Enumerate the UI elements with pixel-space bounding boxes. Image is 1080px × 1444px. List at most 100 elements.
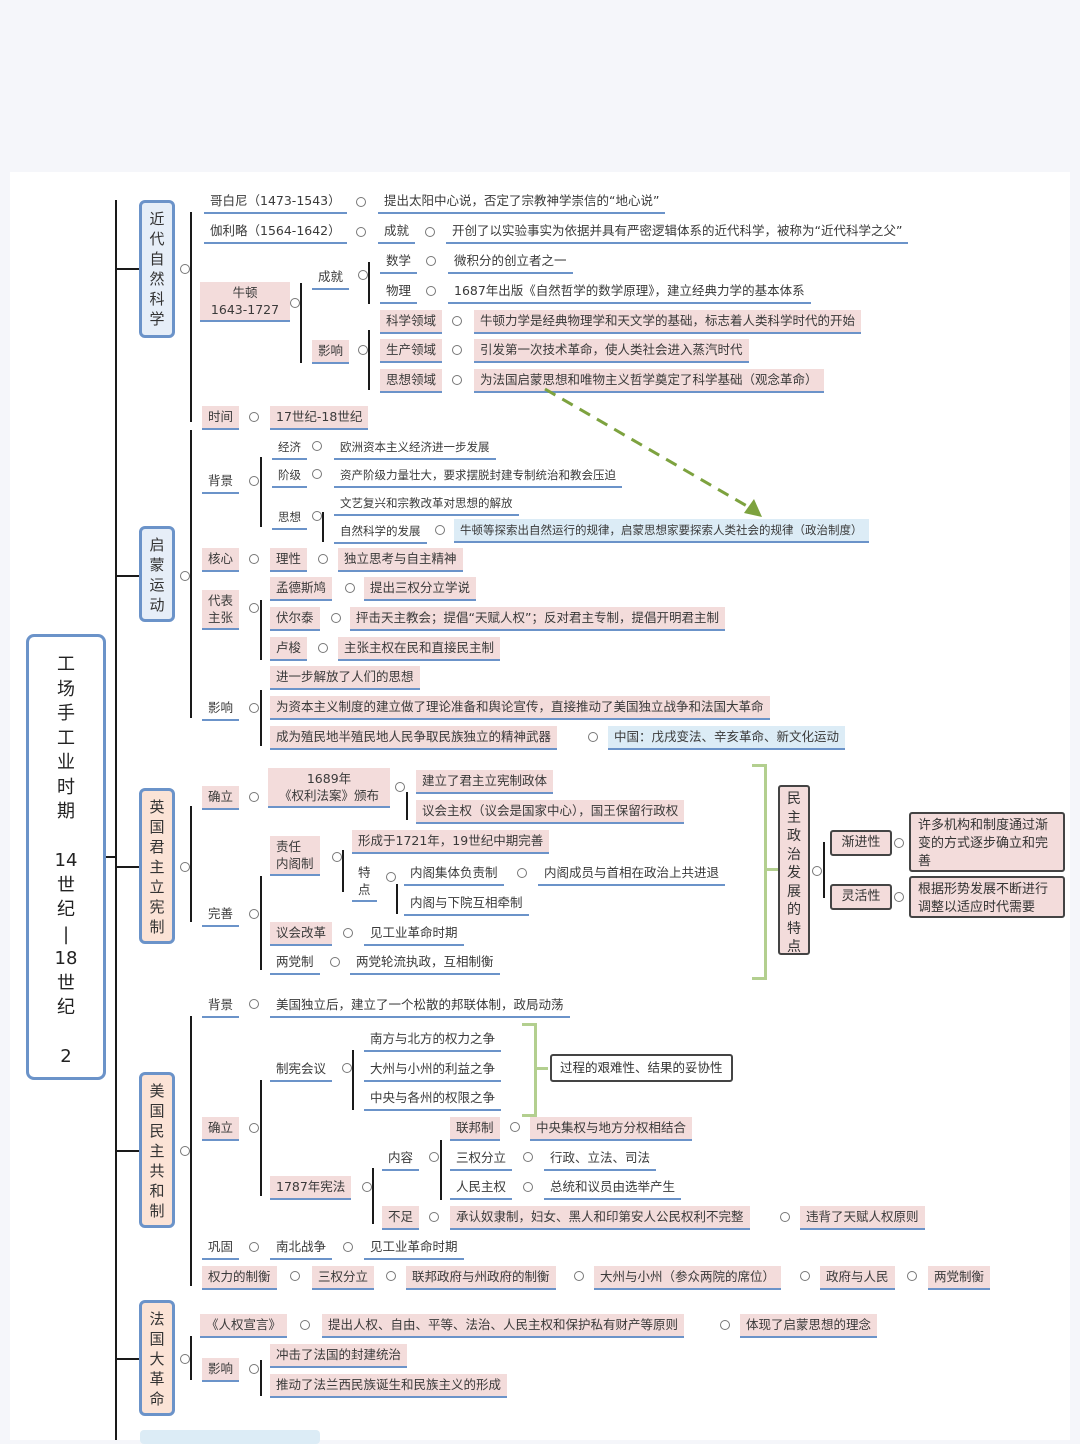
collapse-toggle[interactable] (510, 1122, 520, 1132)
category-britain[interactable]: 英 国 君 主 立 宪 制 (139, 788, 175, 944)
node-class-desc[interactable]: 资产阶级力量壮大，要求摆脱封建专制统治和教会压迫 (334, 464, 622, 488)
node-rousseau[interactable]: 卢梭 (270, 637, 308, 661)
node-economy-desc[interactable]: 欧洲资本主义经济进一步发展 (334, 436, 496, 460)
node-flexible[interactable]: 灵活性 (830, 884, 892, 910)
node-federal[interactable]: 联邦制 (450, 1117, 500, 1141)
collapse-toggle[interactable] (249, 703, 259, 713)
node-thought-field[interactable]: 思想领域 (380, 369, 443, 393)
collapse-toggle[interactable] (452, 345, 462, 355)
node-thought-2-desc[interactable]: 牛顿等探索出自然运行的规律，启蒙思想家要探索人类社会的规律（政治制度） (454, 519, 869, 543)
node-sci-desc[interactable]: 牛顿力学是经典物理学和天文学的基础，标志着人类科学时代的开始 (474, 310, 862, 334)
node-checks-1[interactable]: 三权分立 (312, 1266, 375, 1290)
node-sovereignty-desc[interactable]: 总统和议员由选举产生 (544, 1176, 682, 1200)
collapse-toggle[interactable] (180, 1146, 190, 1156)
node-economy[interactable]: 经济 (272, 436, 307, 460)
node-flaw-result[interactable]: 违背了天赋人权原则 (800, 1206, 925, 1230)
node-usa-background[interactable]: 背景 (202, 994, 240, 1018)
collapse-toggle[interactable] (426, 286, 436, 296)
node-cabinet[interactable]: 责任 内阁制 (270, 836, 320, 876)
node-thought-2[interactable]: 自然科学的发展 (334, 520, 427, 544)
node-feature[interactable]: 特 点 (352, 862, 377, 902)
collapse-toggle[interactable] (720, 1320, 730, 1330)
node-conv-2[interactable]: 大州与小州的利益之争 (364, 1058, 502, 1082)
category-enlightenment[interactable]: 启 蒙 运 动 (139, 526, 175, 622)
node-checks-4[interactable]: 政府与人民 (820, 1266, 895, 1290)
node-brit-establish[interactable]: 确立 (202, 786, 240, 810)
collapse-toggle[interactable] (180, 264, 190, 274)
category-science[interactable]: 近 代 自 然 科 学 (139, 200, 175, 338)
node-background[interactable]: 背景 (202, 470, 240, 494)
collapse-toggle[interactable] (425, 227, 435, 237)
node-voltaire[interactable]: 伏尔泰 (270, 607, 320, 631)
node-france-impact-2[interactable]: 推动了法兰西民族诞生和民族主义的形成 (270, 1374, 508, 1398)
collapse-toggle[interactable] (452, 316, 462, 326)
node-physics-desc[interactable]: 1687年出版《自然哲学的数学原理》，建立经典力学的基本体系 (448, 280, 811, 304)
collapse-toggle[interactable] (907, 1271, 917, 1281)
node-convention[interactable]: 制宪会议 (270, 1058, 333, 1082)
node-newton-impact[interactable]: 影响 (312, 340, 350, 364)
node-conv-1[interactable]: 南方与北方的权力之争 (364, 1028, 502, 1052)
collapse-toggle[interactable] (249, 554, 259, 564)
collapse-toggle[interactable] (249, 1242, 259, 1252)
node-democracy-features[interactable]: 民 主 政 治 发 展 的 特 点 (778, 785, 810, 955)
node-flexible-desc[interactable]: 根据形势发展不断进行调整以适应时代需要 (909, 876, 1065, 918)
node-montesquieu-desc[interactable]: 提出三权分立学说 (364, 577, 477, 601)
collapse-toggle[interactable] (523, 1182, 533, 1192)
collapse-toggle[interactable] (318, 643, 328, 653)
node-time-value[interactable]: 17世纪-18世纪 (270, 406, 369, 430)
node-core-value[interactable]: 理性 (270, 548, 308, 572)
collapse-toggle[interactable] (180, 1354, 190, 1364)
node-conv-summary[interactable]: 过程的艰难性、结果的妥协性 (550, 1054, 733, 1082)
collapse-toggle[interactable] (343, 1242, 353, 1252)
collapse-toggle[interactable] (356, 197, 366, 207)
node-math-desc[interactable]: 微积分的创立者之一 (448, 250, 573, 274)
collapse-toggle[interactable] (523, 1152, 533, 1162)
collapse-toggle[interactable] (180, 571, 190, 581)
collapse-toggle[interactable] (249, 1364, 259, 1374)
node-checks-5[interactable]: 两党制衡 (928, 1266, 991, 1290)
collapse-toggle[interactable] (358, 345, 368, 355)
collapse-toggle[interactable] (435, 525, 445, 535)
collapse-toggle[interactable] (894, 838, 904, 848)
node-impact-1[interactable]: 进一步解放了人们的思想 (270, 666, 420, 690)
node-copernicus[interactable]: 哥白尼（1473-1543） (204, 190, 347, 214)
node-time[interactable]: 时间 (202, 406, 240, 430)
node-usa-establish[interactable]: 确立 (202, 1117, 240, 1141)
collapse-toggle[interactable] (356, 227, 366, 237)
node-conv-3[interactable]: 中央与各州的权限之争 (364, 1087, 502, 1111)
node-twoparty[interactable]: 两党制 (270, 951, 320, 975)
node-france-impact[interactable]: 影响 (202, 1358, 240, 1382)
node-federal-desc[interactable]: 中央集权与地方分权相结合 (530, 1117, 693, 1141)
collapse-toggle[interactable] (343, 928, 353, 938)
node-feature-1[interactable]: 内阁集体负责制 (404, 862, 504, 886)
collapse-toggle[interactable] (517, 868, 527, 878)
node-core[interactable]: 核心 (202, 548, 240, 572)
collapse-toggle[interactable] (330, 957, 340, 967)
collapse-toggle[interactable] (249, 476, 259, 486)
node-reform-desc[interactable]: 见工业革命时期 (364, 922, 464, 946)
collapse-toggle[interactable] (894, 892, 904, 902)
node-gradual-desc[interactable]: 许多机构和制度通过渐变的方式逐步确立和完善 (909, 812, 1065, 872)
node-impact-3-china[interactable]: 中国：戊戌变法、辛亥革命、新文化运动 (608, 726, 846, 750)
collapse-toggle[interactable] (249, 909, 259, 919)
node-civil-war-desc[interactable]: 见工业革命时期 (364, 1236, 464, 1260)
collapse-toggle[interactable] (249, 1123, 259, 1133)
collapse-toggle[interactable] (574, 1271, 584, 1281)
node-declaration-result[interactable]: 体现了启蒙思想的理念 (740, 1314, 878, 1338)
node-separation[interactable]: 三权分立 (450, 1147, 513, 1171)
collapse-toggle[interactable] (180, 862, 190, 872)
collapse-toggle[interactable] (429, 1212, 439, 1222)
collapse-toggle[interactable] (332, 852, 342, 862)
node-voltaire-desc[interactable]: 抨击天主教会；提倡“天赋人权”；反对君主专制，提倡开明君主制 (350, 607, 725, 631)
node-cabinet-formed[interactable]: 形成于1721年，19世纪中期完善 (352, 830, 550, 854)
node-physics[interactable]: 物理 (380, 280, 418, 304)
root-node[interactable]: 工 场 手 工 业 时 期 14 世 纪 | 18 世 纪 2 (26, 634, 106, 1080)
collapse-toggle[interactable] (395, 782, 405, 792)
node-civil-war[interactable]: 南北战争 (270, 1236, 333, 1260)
node-copernicus-desc[interactable]: 提出太阳中心说，否定了宗教神学崇信的“地心说” (378, 190, 666, 214)
collapse-toggle[interactable] (249, 412, 259, 422)
collapse-toggle[interactable] (249, 792, 259, 802)
node-bill-of-rights[interactable]: 1689年 《权利法案》颁布 (268, 768, 390, 808)
collapse-toggle[interactable] (249, 603, 259, 613)
node-feature-2[interactable]: 内阁与下院互相牵制 (404, 892, 529, 916)
